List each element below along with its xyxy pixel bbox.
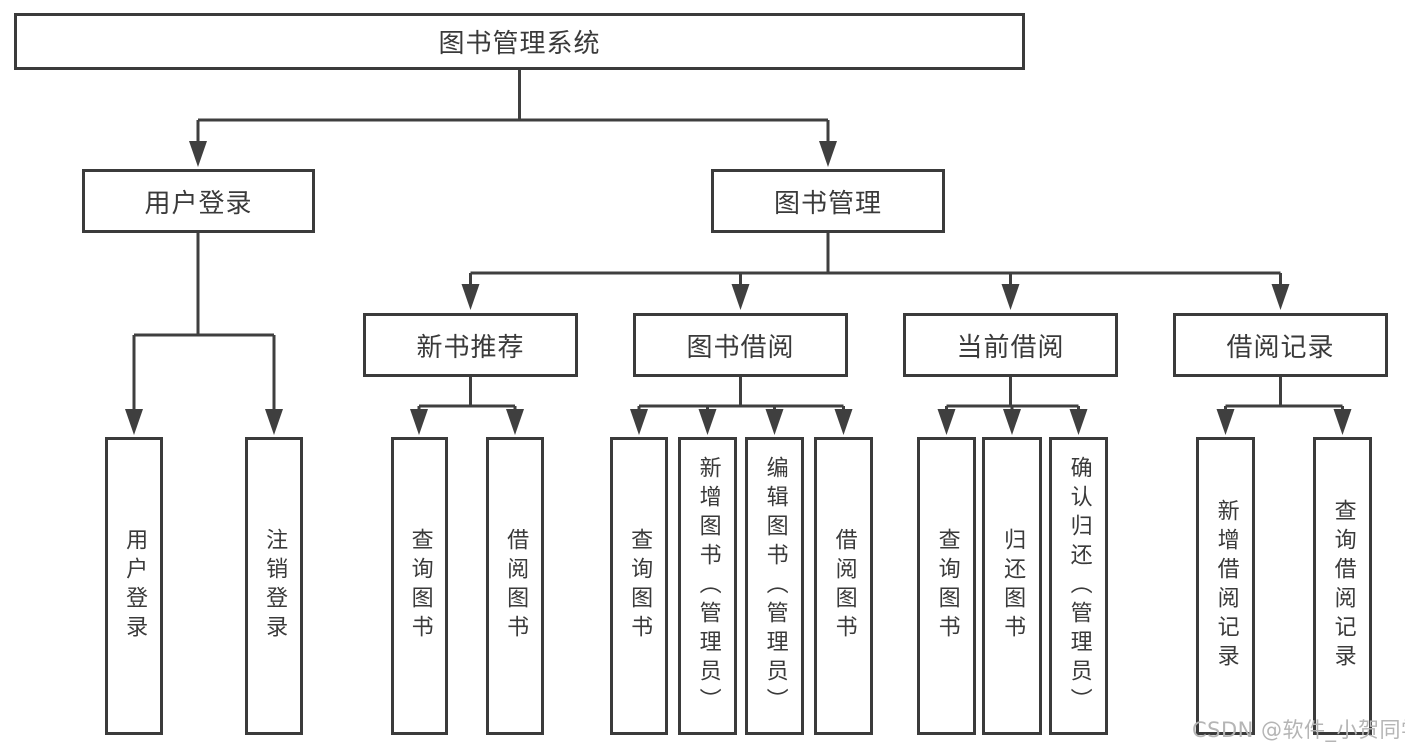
connector-borrow-records-to-leaves	[1224, 377, 1344, 411]
node-root-label: 图书管理系统	[438, 29, 601, 59]
node-leaf-borrow-books-recommend-label: 借阅图书	[503, 528, 529, 644]
node-current-borrow: 当前借阅	[903, 313, 1118, 377]
arrowhead	[937, 409, 956, 435]
arrowhead	[819, 141, 837, 167]
node-leaf-add-borrow-record-label: 新增借阅记录	[1213, 499, 1239, 673]
node-book-borrow-label: 图书借阅	[686, 332, 795, 363]
node-leaf-add-borrow-record: 新增借阅记录	[1196, 437, 1255, 735]
node-leaf-borrow-books: 借阅图书	[814, 437, 873, 735]
arrowhead	[461, 284, 480, 310]
node-new-book-recommend-label: 新书推荐	[416, 332, 525, 363]
node-leaf-query-books-borrow: 查询图书	[610, 437, 668, 735]
node-branch-user-login: 用户登录	[82, 169, 315, 233]
node-branch-book-management-label: 图书管理	[773, 188, 882, 219]
arrowhead	[1216, 409, 1235, 435]
node-book-borrow: 图书借阅	[633, 313, 848, 377]
connector-current-borrow-to-leaves	[945, 377, 1080, 411]
arrowhead	[1003, 409, 1021, 435]
node-leaf-edit-book-admin-label: 编辑图书（管理员）	[762, 455, 788, 717]
node-new-book-recommend: 新书推荐	[363, 313, 578, 377]
node-borrow-records-label: 借阅记录	[1226, 332, 1335, 363]
arrowhead	[834, 409, 853, 435]
node-leaf-query-books-current: 查询图书	[917, 437, 976, 735]
watermark-text: CSDN @软件_小贺同学	[1192, 718, 1405, 742]
arrowhead	[125, 409, 143, 435]
connector-user-login-to-leaves	[132, 233, 276, 412]
node-leaf-query-books-recommend-label: 查询图书	[407, 528, 433, 644]
arrowhead	[506, 409, 524, 435]
arrowhead	[698, 409, 717, 435]
node-leaf-borrow-books-label: 借阅图书	[831, 528, 857, 644]
node-leaf-logout-label: 注销登录	[262, 528, 288, 644]
node-leaf-add-book-admin: 新增图书（管理员）	[678, 437, 737, 735]
node-root: 图书管理系统	[14, 13, 1025, 70]
node-leaf-return-book: 归还图书	[982, 437, 1042, 735]
arrowhead	[1069, 409, 1088, 435]
connector-new-book-recommend-to-leaves	[417, 377, 517, 411]
node-branch-book-management: 图书管理	[711, 169, 945, 233]
node-leaf-query-borrow-record: 查询借阅记录	[1313, 437, 1372, 735]
node-leaf-logout: 注销登录	[245, 437, 303, 735]
arrowhead	[731, 284, 750, 310]
arrowhead	[189, 141, 207, 167]
node-leaf-borrow-books-recommend: 借阅图书	[486, 437, 544, 735]
arrowhead	[765, 409, 784, 435]
connector-root-to-level2	[196, 70, 830, 144]
node-leaf-query-borrow-record-label: 查询借阅记录	[1330, 499, 1356, 673]
node-current-borrow-label: 当前借阅	[956, 332, 1065, 363]
node-leaf-confirm-return-admin: 确认归还（管理员）	[1049, 437, 1108, 735]
node-leaf-edit-book-admin: 编辑图书（管理员）	[745, 437, 804, 735]
node-leaf-return-book-label: 归还图书	[1000, 528, 1026, 644]
arrowhead	[1001, 284, 1020, 310]
arrowheads-group	[125, 141, 1352, 435]
arrowhead	[1333, 409, 1352, 435]
node-leaf-user-login: 用户登录	[105, 437, 163, 735]
arrowhead	[410, 409, 428, 435]
node-leaf-confirm-return-admin-label: 确认归还（管理员）	[1066, 455, 1092, 717]
node-leaf-query-books-current-label: 查询图书	[934, 528, 960, 644]
arrowhead	[1271, 284, 1290, 310]
node-leaf-query-books-borrow-label: 查询图书	[627, 528, 653, 644]
arrowhead	[630, 409, 648, 435]
node-leaf-query-books-recommend: 查询图书	[391, 437, 448, 735]
arrowhead	[265, 409, 283, 435]
connector-book-management-to-level3	[469, 233, 1282, 287]
node-leaf-add-book-admin-label: 新增图书（管理员）	[695, 455, 721, 717]
node-leaf-user-login-label: 用户登录	[122, 528, 148, 644]
connector-book-borrow-to-leaves	[637, 377, 845, 411]
node-borrow-records: 借阅记录	[1173, 313, 1388, 377]
node-branch-user-login-label: 用户登录	[144, 188, 253, 219]
